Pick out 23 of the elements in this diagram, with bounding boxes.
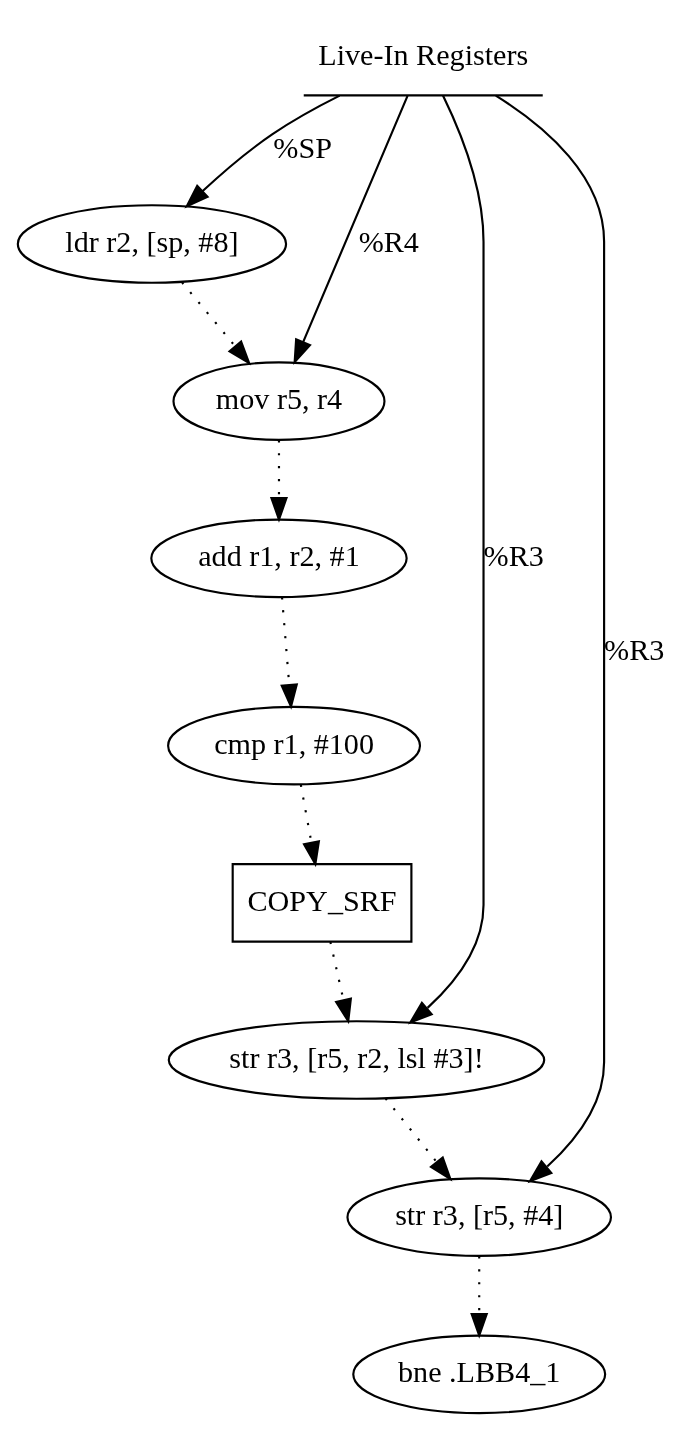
arrow bbox=[495, 94, 606, 1183]
node-ellipse: ldr r2, [sp, #8] bbox=[16, 203, 288, 284]
arrow bbox=[299, 784, 321, 867]
arrow bbox=[184, 94, 341, 208]
node-box: COPY_SRF bbox=[231, 862, 413, 943]
arrow bbox=[269, 439, 289, 523]
node-ellipse: cmp r1, #100 bbox=[167, 705, 422, 785]
arrow bbox=[384, 1097, 453, 1182]
node-ellipse: mov r5, r4 bbox=[172, 360, 386, 441]
arrow bbox=[407, 94, 485, 1025]
node-ellipse: str r3, [r5, r2, lsl #3]! bbox=[167, 1019, 546, 1100]
arrow bbox=[470, 1255, 489, 1339]
node-text: Live-In Registers bbox=[318, 37, 529, 72]
node-ellipse: bne .LBB4_1 bbox=[352, 1334, 607, 1414]
node-ellipse: add r1, r2, #1 bbox=[150, 518, 408, 598]
edge-label: %R4 bbox=[358, 224, 419, 259]
edge-label: %SP bbox=[273, 130, 332, 165]
arrow bbox=[280, 596, 299, 710]
arrow bbox=[293, 94, 409, 365]
arrow bbox=[329, 941, 353, 1024]
node-ellipse: str r3, [r5, #4] bbox=[346, 1176, 613, 1257]
arrow bbox=[181, 281, 252, 365]
edge-label: %R3 bbox=[604, 632, 665, 667]
